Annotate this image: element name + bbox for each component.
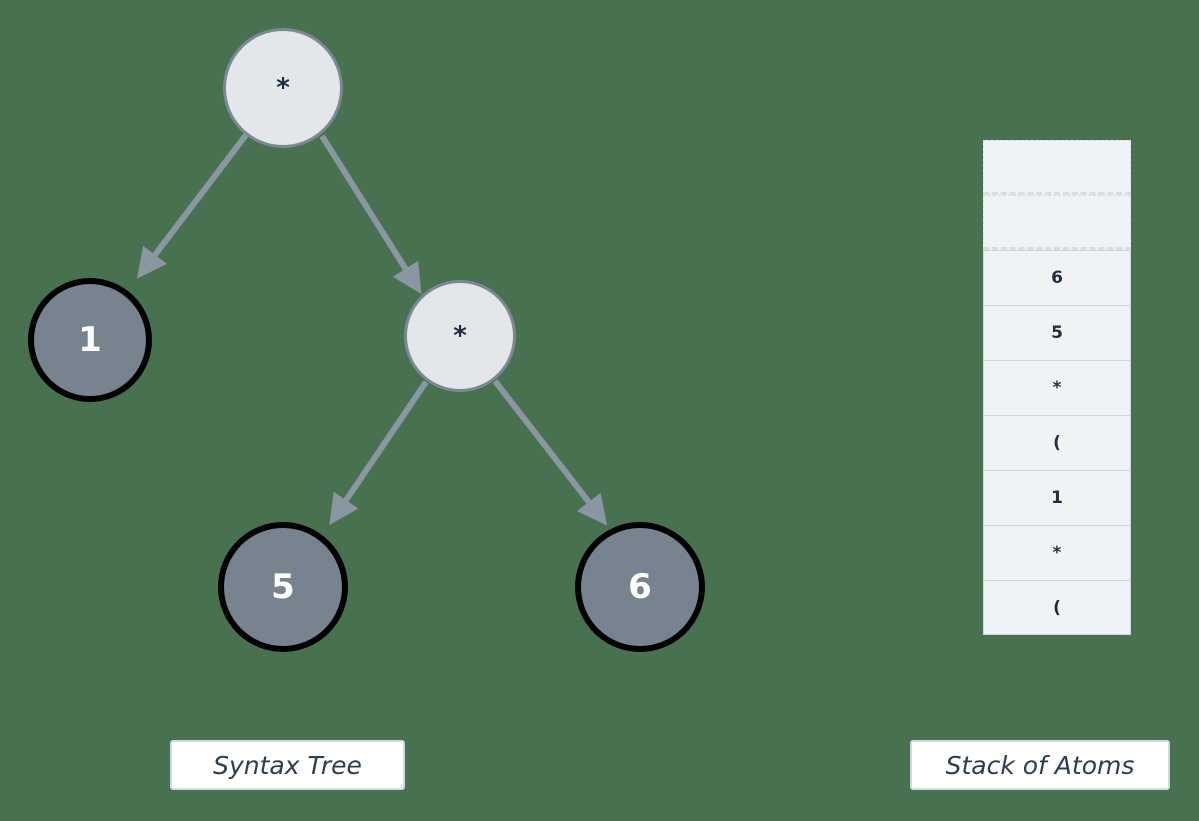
edge-root-to-mid — [319, 134, 422, 295]
stack-cell-empty[interactable] — [983, 195, 1131, 250]
stack-cell[interactable]: * — [983, 525, 1131, 580]
tree-node-five[interactable]: 5 — [218, 522, 348, 652]
stack-cell[interactable]: 1 — [983, 470, 1131, 525]
tree-node-one[interactable]: 1 — [28, 278, 152, 402]
tree-node-five-label: 5 — [271, 567, 295, 607]
edge-root-to-1 — [136, 133, 249, 279]
tree-node-root[interactable]: * — [223, 28, 343, 148]
stack-of-atoms-caption: Stack of Atoms — [910, 740, 1170, 790]
tree-node-mid-label: * — [453, 321, 467, 351]
tree-node-mid[interactable]: * — [404, 280, 516, 392]
tree-edges — [136, 133, 608, 526]
syntax-tree-caption: Syntax Tree — [170, 740, 405, 790]
tree-node-root-label: * — [276, 73, 290, 103]
edge-mid-to-6 — [492, 379, 608, 526]
stack-cell-empty[interactable] — [983, 140, 1131, 195]
stack-cell[interactable]: 5 — [983, 305, 1131, 360]
stack-cell[interactable]: ( — [983, 415, 1131, 470]
stack-cell[interactable]: 6 — [983, 250, 1131, 305]
stack-cell[interactable]: * — [983, 360, 1131, 415]
tree-node-one-label: 1 — [78, 320, 102, 360]
tree-node-six-label: 6 — [628, 567, 652, 607]
stack-cell[interactable]: ( — [983, 580, 1131, 635]
tree-node-six[interactable]: 6 — [575, 522, 705, 652]
edge-mid-to-5 — [329, 380, 429, 525]
